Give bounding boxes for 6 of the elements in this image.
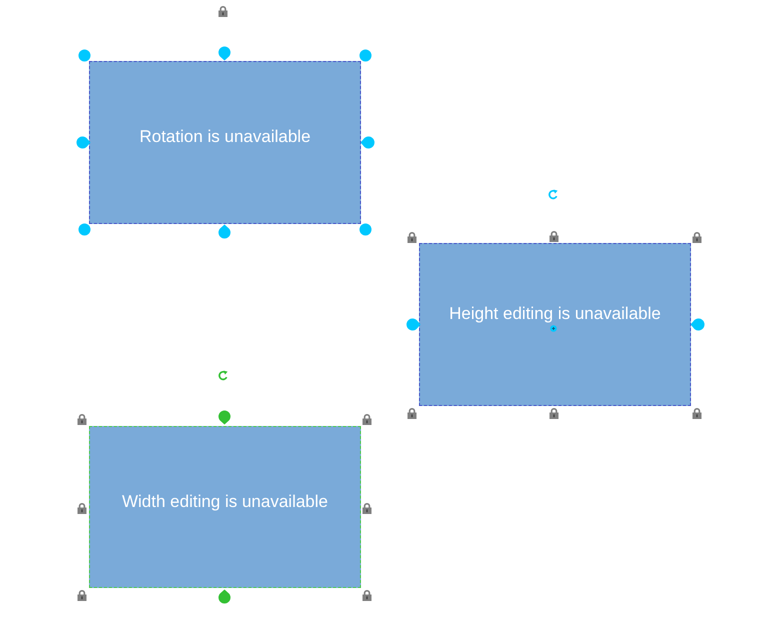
rectangle-shape [89, 426, 361, 588]
rectangle-shape [89, 61, 361, 224]
rectangle-shape [419, 243, 691, 406]
shape-label: Rotation is unavailable [139, 128, 311, 146]
shape-label: Width editing is unavailable [122, 493, 328, 511]
shape-label: Height editing is unavailable [449, 304, 661, 322]
